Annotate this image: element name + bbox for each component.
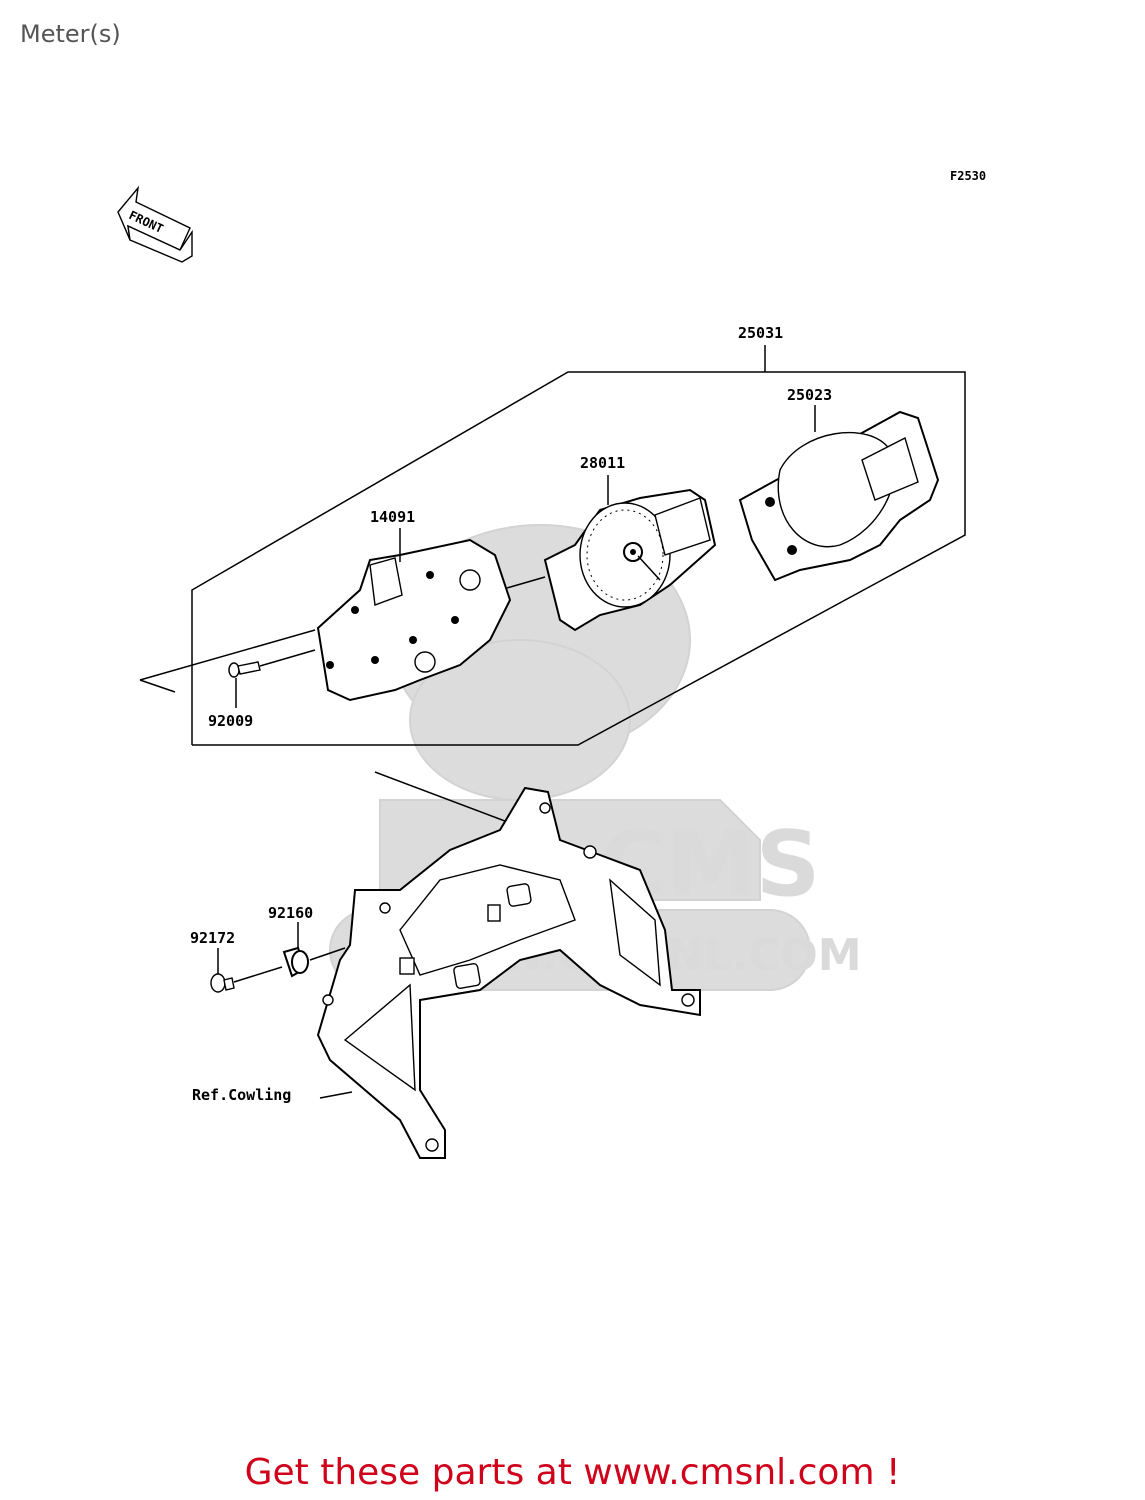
part-label-92009: 92009 — [208, 712, 253, 730]
part-label-ref-cowling: Ref.Cowling — [192, 1086, 291, 1104]
part-label-92172: 92172 — [190, 929, 235, 947]
part-label-25023: 25023 — [787, 386, 832, 404]
promo-link[interactable]: Get these parts at www.cmsnl.com ! — [244, 1452, 901, 1493]
part-label-25031: 25031 — [738, 324, 783, 342]
part-meter-panel — [499, 475, 717, 632]
part-meter-cover — [738, 405, 940, 582]
part-label-14091: 14091 — [370, 508, 415, 526]
part-screw — [228, 649, 316, 708]
figure-code: F2530 — [950, 169, 986, 183]
assembly-outline — [139, 345, 966, 746]
page-title: Meter(s) — [20, 20, 121, 48]
part-meter-case — [316, 528, 512, 702]
part-grommet — [282, 922, 346, 978]
part-label-28011: 28011 — [580, 454, 625, 472]
front-arrow-icon: FRONT — [117, 185, 193, 263]
part-cowling-bracket — [316, 771, 701, 1159]
part-small-screw — [210, 948, 283, 993]
part-label-92160: 92160 — [268, 904, 313, 922]
